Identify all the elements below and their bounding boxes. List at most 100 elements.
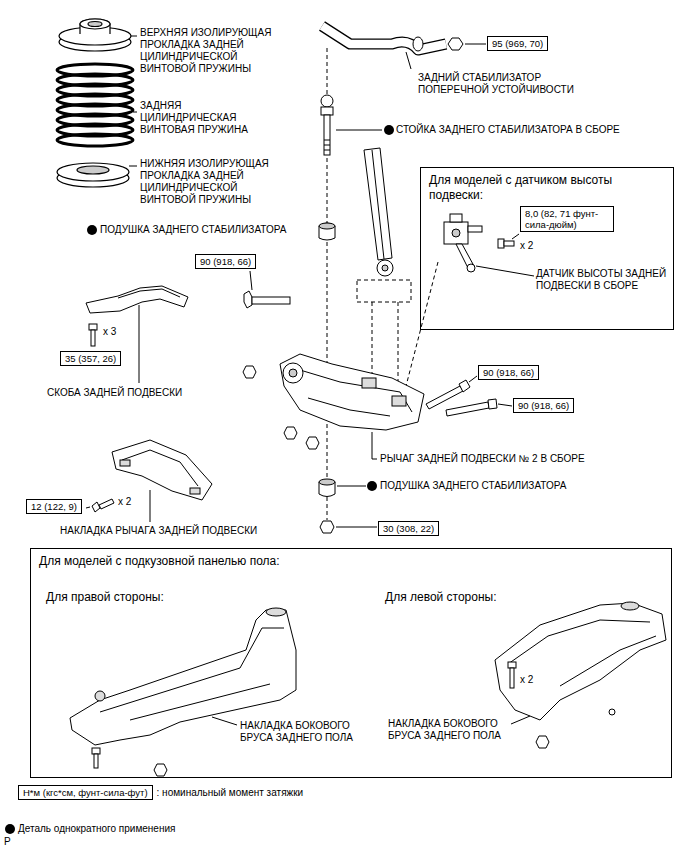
right-floor-cover [154, 764, 167, 776]
arm-cover [86, 507, 90, 508]
suspension-arm [308, 398, 390, 416]
torque-box: 35 (357, 26) [60, 351, 121, 366]
stabilizer-link [336, 130, 382, 131]
left-floor-cover [536, 736, 549, 748]
stabilizer-link [324, 145, 330, 146]
part-label: ДАТЧИК ВЫСОТЫ ЗАДНЕЙ ПОДВЕСКИ В СБОРЕ [536, 268, 668, 292]
one-time-mark [384, 125, 394, 135]
suspension-arm [300, 370, 412, 412]
variant-panel: Для моделей с датчиком высоты подвески: 8… [420, 167, 674, 330]
variant-panel: Для моделей с подкузовной панелью пола: [30, 548, 672, 778]
right-floor-cover [95, 691, 105, 701]
upper-insulator [80, 19, 110, 29]
shock-absorber [377, 260, 393, 276]
side-heading: Для левой стороны: [385, 590, 497, 604]
upper-insulator [59, 19, 131, 51]
suspension-arm [372, 459, 377, 460]
stabilizer-bushing [319, 479, 335, 485]
suspension-arm [280, 354, 424, 430]
torque-box: 30 (308, 22) [378, 521, 439, 536]
stabilizer-link [324, 140, 330, 141]
quantity-label: x 2 [520, 674, 533, 686]
dashed-guide [372, 302, 373, 380]
one-time-mark [5, 824, 15, 834]
arm-cover [122, 450, 198, 486]
part-label: ВЕРХНЯЯ ИЗОЛИРУЮЩАЯ ПРОКЛАДКА ЗАДНЕЙ ЦИЛ… [140, 27, 290, 75]
suspension-bracket [139, 305, 140, 383]
stabilizer-link [321, 95, 382, 155]
leader-line [129, 166, 137, 167]
stabilizer-nut [320, 521, 334, 533]
upper-insulator [80, 19, 110, 34]
torque-value: 12 (122, 9) [31, 501, 77, 512]
arm-cover [92, 502, 100, 512]
quantity-label: x 2 [520, 240, 533, 252]
part-label: СТОЙКА ЗАДНЕГО СТАБИЛИЗАТОРА В СБОРЕ [396, 124, 620, 136]
arm-cover [112, 440, 212, 500]
coil-spring [57, 134, 133, 146]
part-label: НИЖНЯЯ ИЗОЛИРУЮЩАЯ ПРОКЛАДКА ЗАДНЕЙ ЦИЛИ… [140, 158, 290, 206]
centre-dashed-line [327, 242, 328, 478]
suspension-arm [362, 378, 376, 388]
left-bolt [244, 271, 290, 308]
torque-box: 90 (918, 66) [478, 365, 539, 380]
torque-value: 35 (357, 26) [65, 353, 116, 364]
stabilizer-bar [322, 26, 486, 69]
dashed-guide [357, 262, 438, 390]
torque-value: Н*м (кгс*см, фунт-сила-фут) [23, 787, 148, 798]
left-floor-cover [560, 636, 656, 686]
quantity-label: x 3 [103, 326, 116, 338]
arm-cover [190, 488, 200, 494]
stabilizer-bar [465, 44, 486, 45]
right-bolt [488, 399, 497, 409]
height-sensor [498, 239, 504, 248]
torque-value: 90 (918, 66) [200, 256, 251, 267]
one-time-mark [5, 125, 394, 834]
height-sensor [504, 241, 514, 246]
suspension-bracket [91, 330, 95, 346]
height-sensor [467, 264, 475, 272]
right-floor-cover [94, 754, 98, 768]
right-bolt [426, 386, 463, 409]
stabilizer-link [324, 115, 330, 155]
right-floor-cover [100, 628, 284, 712]
height-sensor [450, 214, 462, 222]
dashed-guide [398, 302, 399, 388]
stabilizer-bushing [319, 223, 366, 497]
one-time-mark [87, 225, 97, 235]
upper-insulator [88, 22, 102, 27]
suspension-bracket [89, 324, 97, 330]
height-sensor [468, 226, 482, 232]
part-label: ПОДУШКА ЗАДНЕГО СТАБИЛИЗАТОРА [100, 224, 286, 236]
left-floor-cover [510, 668, 514, 688]
nut [306, 437, 319, 449]
height-sensor [512, 234, 519, 239]
stabilizer-bushing [319, 480, 335, 497]
nut [284, 427, 297, 439]
leader-line [131, 36, 137, 37]
left-floor-cover [508, 662, 516, 668]
torque-value: 8,0 (82, 71 фунт-сила-дюйм) [525, 208, 609, 230]
arm-cover [120, 460, 130, 466]
torque-value: 30 (308, 22) [383, 523, 434, 534]
part-label: НАКЛАДКА БОКОВОГО БРУСА ЗАДНЕГО ПОЛА [240, 720, 380, 744]
stabilizer-link [324, 150, 330, 151]
shock-absorber [382, 265, 388, 271]
stabilizer-bar [406, 52, 411, 69]
shock-absorber [364, 148, 392, 260]
part-label: РЫЧАГ ЗАДНЕЙ ПОДВЕСКИ № 2 В СБОРЕ [380, 453, 585, 465]
left-floor-cover [495, 602, 666, 748]
torque-box: 95 (969, 70) [487, 36, 548, 51]
part-label: ПОДУШКА ЗАДНЕГО СТАБИЛИЗАТОРА [380, 480, 566, 492]
panel-heading: Для моделей с датчиком высоты подвески: [421, 168, 644, 203]
nut [243, 366, 319, 449]
centre-dashed-line [327, 158, 328, 223]
nut [243, 366, 256, 378]
shock-absorber [372, 150, 384, 259]
left-floor-cover [609, 709, 615, 715]
stabilizer-nut [336, 527, 377, 528]
height-sensor [476, 266, 534, 276]
suspension-bracket [86, 286, 188, 313]
part-label: ЗАДНИЙ СТАБИЛИЗАТОР ПОПЕРЕЧНОЙ УСТОЙЧИВО… [418, 72, 608, 96]
